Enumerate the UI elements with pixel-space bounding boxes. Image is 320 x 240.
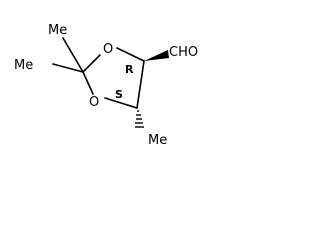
- structure-diagram: O O Me Me CHO Me R S: [14, 23, 198, 148]
- bond-c2-methyl-left: [52, 63, 84, 73]
- atom-methyl-top: Me: [48, 23, 67, 38]
- atom-methyl-left: Me: [14, 58, 33, 73]
- atom-methyl-right: Me: [148, 133, 167, 148]
- hashed-bond-c5-methyl: [135, 110, 144, 128]
- atom-o-bottom: O: [89, 95, 99, 110]
- atom-aldehyde: CHO: [169, 45, 198, 60]
- bond-c2-methyl-top: [62, 37, 84, 73]
- atom-o-top: O: [103, 42, 113, 57]
- bond-o1-c4: [116, 47, 145, 62]
- molecule-svg: O O Me Me CHO Me R S: [14, 23, 198, 148]
- bond-c4-c5: [136, 60, 145, 109]
- stereo-label-c5: S: [115, 88, 123, 101]
- bond-c5-o3: [104, 97, 138, 109]
- stereo-label-c4: R: [125, 63, 134, 76]
- bond-o3-c2: [82, 71, 94, 95]
- bond-c2-o1: [82, 54, 101, 73]
- wedge-bond-c4-cho: [144, 50, 169, 61]
